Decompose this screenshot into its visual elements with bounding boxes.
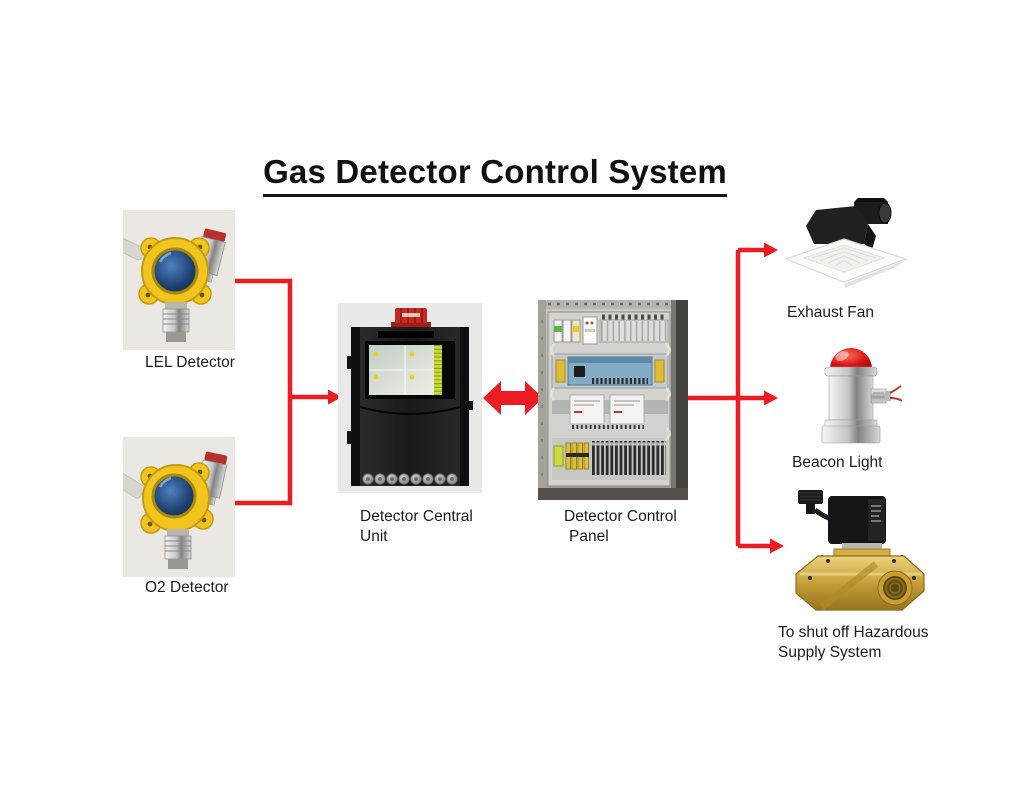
central-unit-label-line2: Unit — [360, 528, 388, 545]
fan-housing — [806, 206, 868, 244]
o2-detector-label: O2 Detector — [145, 579, 229, 596]
control-panel-photo — [538, 300, 688, 500]
plc-module — [551, 353, 669, 389]
beacon-wires — [889, 385, 902, 402]
arrowhead-to-fan — [764, 242, 778, 258]
bottom-terminal-strip — [552, 438, 668, 480]
screen-status-dots — [373, 351, 415, 380]
node-o2-detector — [123, 437, 235, 577]
beacon-body — [828, 375, 874, 421]
detector-sensor-fitting — [164, 529, 192, 569]
relay-modules — [552, 394, 668, 429]
node-detector-central-unit — [338, 303, 482, 493]
central-unit-label: Detector Central Unit — [360, 507, 473, 547]
central-unit-photo — [338, 303, 482, 493]
control-panel-label-line2: Panel — [569, 528, 609, 545]
node-detector-control-panel — [538, 300, 688, 500]
arrowhead-to-beacon — [764, 390, 778, 406]
node-exhaust-fan — [778, 196, 913, 296]
top-terminal-row — [599, 314, 669, 343]
central-unit-label-line1: Detector Central — [360, 508, 473, 525]
detector-sensor-fitting — [162, 302, 190, 342]
valve-outlet-port — [877, 570, 913, 606]
cable-glands — [362, 473, 458, 485]
beacon-light-label: Beacon Light — [792, 454, 883, 471]
beacon-light-photo — [821, 348, 902, 444]
exhaust-fan-label: Exhaust Fan — [787, 304, 875, 321]
shutoff-valve-label: To shut off Hazardous Supply System — [778, 623, 929, 663]
circuit-breakers — [553, 316, 598, 345]
gas-detector-photo — [123, 437, 235, 577]
beacon-side-fitting — [870, 388, 891, 404]
page-title: Gas Detector Control System — [155, 153, 835, 197]
control-panel-label: Detector Control Panel — [564, 507, 677, 547]
node-shutoff-valve — [782, 488, 937, 620]
valve-connector — [798, 490, 823, 514]
shutoff-valve-label-line2: Supply System — [778, 644, 882, 661]
lel-detector-label: LEL Detector — [145, 354, 235, 371]
fan-grille — [802, 244, 886, 273]
detector-lens — [151, 247, 199, 295]
panel-wiring — [550, 343, 671, 441]
led-bar — [434, 345, 442, 395]
alarm-strobe — [391, 308, 431, 327]
beacon-base — [821, 425, 881, 444]
control-panel-label-line1: Detector Control — [564, 508, 677, 525]
exhaust-fan-photo — [784, 198, 908, 288]
double-arrow-central-panel — [483, 381, 543, 415]
beacon-dome — [830, 348, 872, 369]
gas-detector-photo — [123, 210, 235, 350]
node-beacon-light — [800, 336, 902, 448]
node-lel-detector — [123, 210, 235, 350]
solenoid-valve-photo — [795, 490, 925, 611]
shutoff-valve-label-line1: To shut off Hazardous — [778, 624, 929, 641]
line-detectors-junction — [235, 278, 293, 506]
page-title-text: Gas Detector Control System — [263, 153, 727, 197]
detector-lens — [151, 473, 197, 519]
